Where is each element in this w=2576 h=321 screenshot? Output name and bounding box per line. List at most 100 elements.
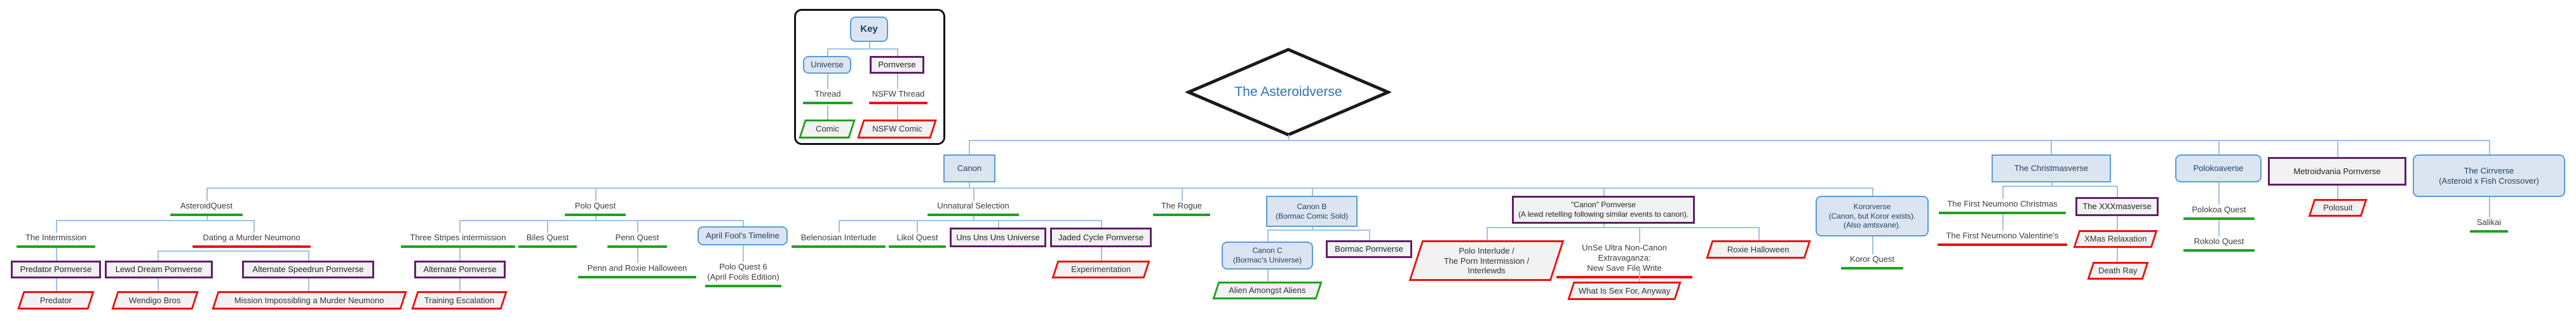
- connector-line: [839, 220, 1101, 221]
- node-polo-quest6: Polo Quest 6 (April Fools Edition): [705, 262, 781, 287]
- node-label: Polosuit: [2323, 203, 2353, 213]
- node-label: The XXXmasverse: [2082, 201, 2152, 212]
- connector-line: [1312, 188, 1313, 196]
- node-koror-quest: Koror Quest: [1841, 254, 1903, 270]
- connector-line: [973, 216, 974, 220]
- node-label: Polokoaverse: [2193, 163, 2244, 174]
- node-label: What Is Sex For, Anyway: [1578, 285, 1671, 296]
- connector-line: [2051, 140, 2052, 154]
- node-what-sex: What Is Sex For, Anyway: [1567, 282, 1682, 300]
- node-biles: Biles Quest: [518, 233, 577, 248]
- node-april-fools: April Fool's Timeline: [698, 226, 788, 245]
- node-label: The First Neumono Christmas: [1947, 199, 2058, 208]
- node-polo-interlude: Polo Interlude / The Porn Intermission /…: [1408, 240, 1565, 281]
- node-label: Training Escalation: [424, 295, 495, 305]
- node-predator: Predator: [17, 291, 95, 310]
- connector-line: [1267, 229, 1269, 242]
- node-label: Canon C (Bormac's Universe): [1232, 246, 1302, 264]
- node-polosuit: Polosuit: [2308, 199, 2368, 217]
- thread-underline-green: [17, 245, 95, 248]
- node-xmas-relax: XMas Relaxation: [2073, 230, 2158, 248]
- connector-line: [998, 220, 999, 228]
- node-label: Metroidvania Pornverse: [2293, 166, 2381, 176]
- connector-line: [459, 220, 461, 233]
- node-label: Wendigo Bros: [129, 295, 181, 305]
- thread-underline-red: [869, 102, 927, 104]
- connector-line: [897, 48, 898, 56]
- connector-line: [869, 42, 870, 48]
- connector-line: [2337, 186, 2338, 199]
- connector-line: [827, 48, 828, 56]
- connector-line: [1603, 224, 1605, 227]
- connector-line: [827, 106, 828, 120]
- connector-line: [459, 278, 461, 291]
- connector-line: [2489, 140, 2490, 154]
- connector-line: [1101, 247, 1102, 261]
- node-unse: UnSe Ultra Non-Canon Extravaganza: New S…: [1556, 243, 1692, 278]
- node-first-valentine: The First Neumono Valentine's: [1938, 231, 2067, 246]
- node-unnatural: Unnatural Selection: [927, 201, 1019, 216]
- node-likol: Likol Quest: [889, 233, 946, 248]
- connector-line: [459, 248, 461, 261]
- node-label: Unnatural Selection: [937, 201, 1009, 210]
- connector-line: [827, 48, 897, 50]
- connector-line: [2218, 220, 2220, 236]
- node-label: Alternate Pornverse: [423, 264, 497, 275]
- connector-line: [1288, 135, 1290, 140]
- connector-line: [158, 278, 159, 291]
- node-key-thread: Thread: [803, 89, 853, 104]
- connector-line: [917, 220, 918, 233]
- node-label: Polokoa Quest: [2192, 205, 2246, 214]
- node-canon-pv: "Canon" Pornverse (A lewd retelling foll…: [1512, 196, 1695, 224]
- thread-underline-red: [1938, 243, 2067, 246]
- connector-line: [56, 220, 253, 221]
- node-label: Alternate Speedrun Pornverse: [252, 264, 364, 275]
- connector-line: [56, 220, 57, 233]
- node-label: Jaded Cycle Pornverse: [1058, 232, 1144, 242]
- thread-underline-green: [578, 276, 696, 278]
- connector-line: [2489, 197, 2490, 217]
- connector-line: [1369, 229, 1370, 240]
- connector-line: [206, 188, 1872, 189]
- thread-underline-green: [607, 245, 667, 248]
- root-label: The Asteroidverse: [1234, 85, 1342, 99]
- node-key-nsfw-thread: NSFW Thread: [869, 89, 927, 104]
- node-label: XMas Relaxation: [2084, 234, 2147, 244]
- thread-underline-green: [565, 214, 626, 216]
- node-label: Koror Quest: [1849, 254, 1895, 264]
- connector-line: [1758, 227, 1760, 240]
- node-label: Mission Impossibling a Murder Neumono: [234, 295, 384, 305]
- connector-line: [969, 140, 970, 154]
- thread-underline-green: [792, 245, 886, 248]
- thread-underline-green: [2183, 217, 2255, 220]
- node-label: Alien Amongst Aliens: [1229, 285, 1306, 296]
- node-label: Dating a Murder Neumono: [203, 233, 300, 242]
- node-xxxmasverse: The XXXmasverse: [2075, 197, 2159, 216]
- node-label: Comic: [815, 124, 839, 134]
- node-label: Kororverse (Canon, but Koror exists). (A…: [1828, 202, 1916, 230]
- node-polokoaverse: Polokoaverse: [2175, 154, 2262, 182]
- connector-line: [1487, 227, 1488, 240]
- node-label: Three Stripes intermission: [410, 233, 506, 242]
- thread-underline-green: [803, 102, 853, 104]
- connector-line: [308, 250, 309, 261]
- connector-line: [1872, 188, 1873, 196]
- connector-line: [2117, 186, 2118, 197]
- node-label: NSFW Comic: [872, 124, 922, 134]
- node-label: Universe: [811, 60, 844, 70]
- node-label: Belenosian Interlude: [800, 233, 877, 242]
- node-key-title: Key: [850, 17, 888, 42]
- thread-underline-green: [401, 245, 515, 248]
- connector-line: [595, 188, 597, 201]
- connector-line: [56, 278, 57, 291]
- node-three-stripes: Three Stripes intermission: [401, 233, 515, 248]
- connector-line: [595, 216, 597, 220]
- node-key-universe: Universe: [803, 56, 851, 74]
- thread-underline-green: [889, 245, 946, 248]
- connector-line: [459, 220, 743, 221]
- connector-line: [1639, 268, 1640, 282]
- node-label: Pornverse: [878, 60, 916, 70]
- node-label: Key: [860, 23, 878, 34]
- node-metroidvania: Metroidvania Pornverse: [2268, 157, 2406, 186]
